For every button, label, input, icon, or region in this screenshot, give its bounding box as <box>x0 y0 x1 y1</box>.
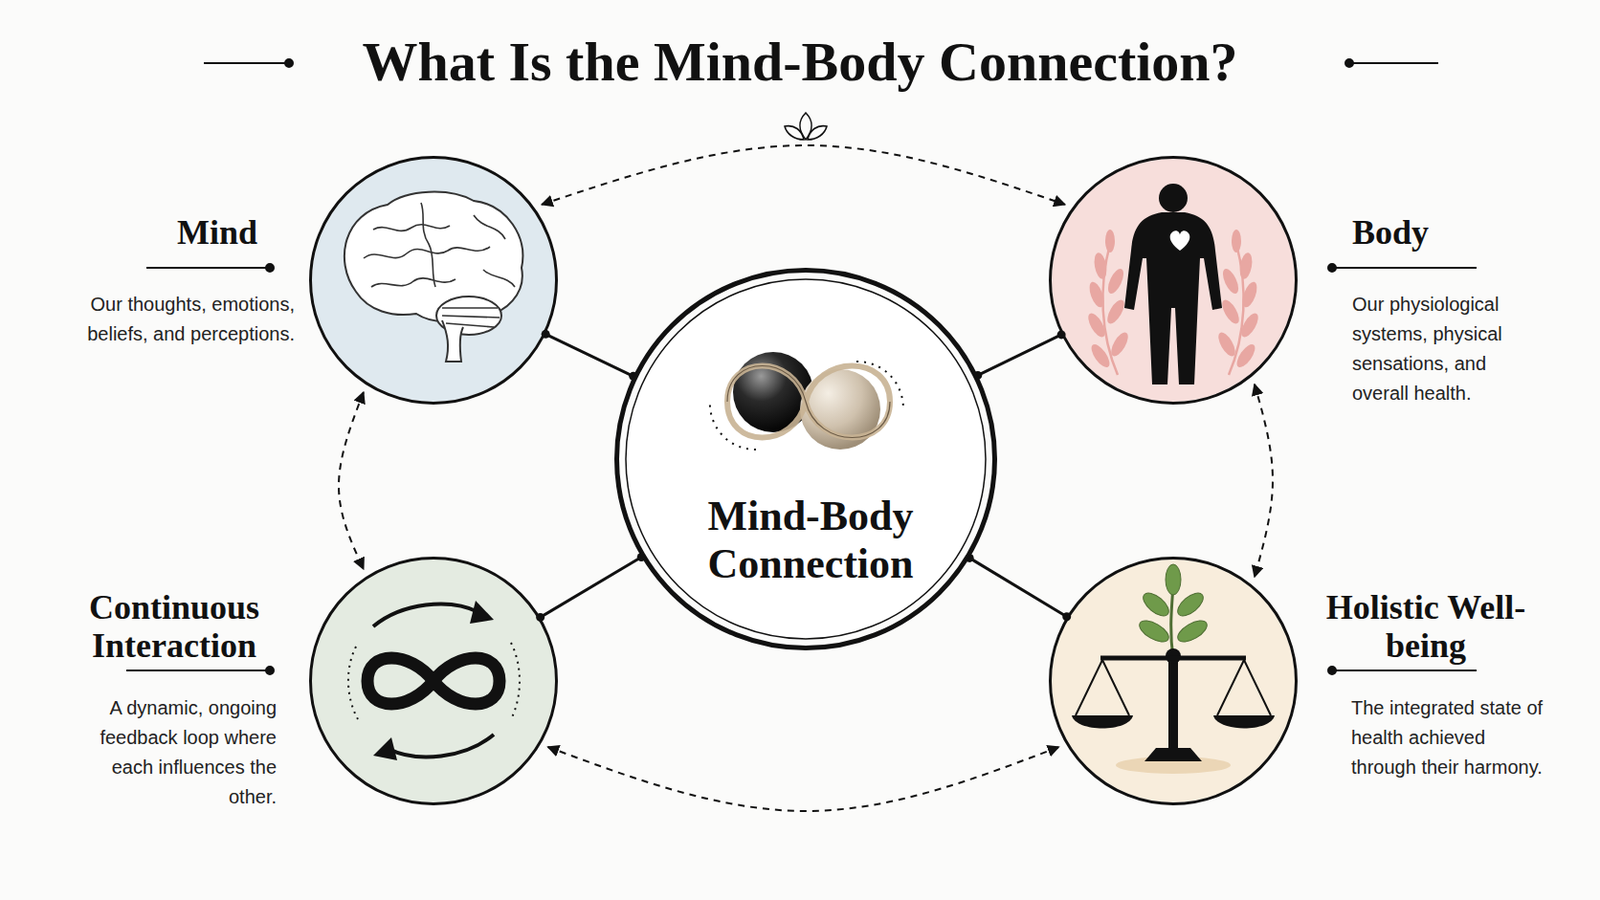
connector-line <box>977 334 1062 377</box>
connector-dot <box>973 371 982 380</box>
node-heading: Mind <box>121 213 313 252</box>
dashed-arrow <box>541 145 1066 205</box>
concept-circle: Holistic Well-beingThe integrated state … <box>1048 556 1298 806</box>
connector-dot <box>965 554 975 563</box>
wellbeing-disc <box>1051 559 1295 803</box>
scales-icon <box>1071 564 1275 775</box>
connector-dot <box>541 330 551 339</box>
center-label: Mind-Body Connection <box>657 492 964 589</box>
node-heading: Holistic Well-being <box>1320 588 1532 666</box>
node-description: Our physiological systems, physical sens… <box>1352 289 1523 409</box>
body-disc <box>1051 158 1295 402</box>
node-heading: Continuous Interaction <box>68 588 280 666</box>
leaf-mark <box>784 112 827 140</box>
connector-dot <box>1057 330 1067 339</box>
mind-disc <box>311 158 556 402</box>
connector-line <box>545 333 634 377</box>
infinity-icon <box>348 600 520 761</box>
concept-circle: Mind-Body Connection <box>614 267 998 651</box>
node-description: Our thoughts, emotions, beliefs, and per… <box>74 289 295 350</box>
connector-dot <box>637 553 646 562</box>
connector-line <box>969 557 1067 617</box>
center-inner-ring <box>625 279 986 640</box>
concept-circle: BodyOur physiological systems, physical … <box>1048 155 1298 405</box>
dashed-arrow <box>548 747 1060 812</box>
concept-circle: MindOur thoughts, emotions, beliefs, and… <box>309 155 558 405</box>
node-description: The integrated state of health achieved … <box>1351 693 1548 783</box>
dashed-arrow <box>338 392 364 570</box>
body-icon <box>1085 183 1262 385</box>
node-heading: Body <box>1294 213 1487 252</box>
dashed-arrow <box>1254 384 1273 578</box>
connector-line <box>540 556 643 618</box>
brain-icon <box>344 192 523 362</box>
diagram-title: What Is the Mind-Body Connection? <box>0 28 1600 96</box>
heads-icon <box>710 352 904 450</box>
connector-dot <box>535 613 545 623</box>
connector-dot <box>628 372 638 381</box>
node-description: A dynamic, ongoing feedback loop where e… <box>71 693 277 813</box>
interaction-disc <box>311 559 556 803</box>
connector-dot <box>1062 612 1071 622</box>
concept-circle: Continuous InteractionA dynamic, ongoing… <box>309 556 558 806</box>
